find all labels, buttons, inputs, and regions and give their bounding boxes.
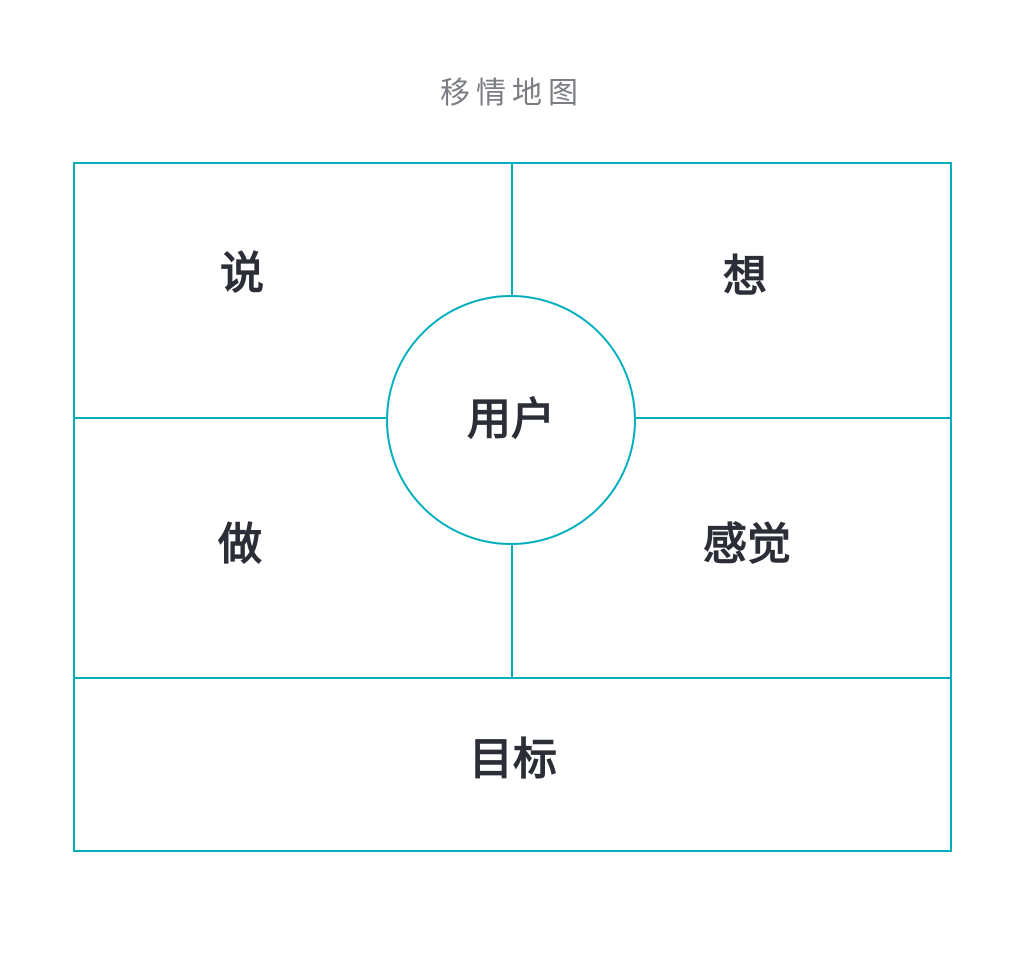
empathy-map-grid: 说 想 做 感觉 目标 用户 xyxy=(73,162,952,852)
user-label: 用户 xyxy=(467,395,555,444)
user-circle: 用户 xyxy=(386,295,636,545)
quadrant-label-say: 说 xyxy=(220,249,264,298)
quadrant-label-think: 想 xyxy=(723,252,767,301)
quadrant-label-do: 做 xyxy=(218,520,262,569)
diagram-title: 移情地图 xyxy=(440,77,584,110)
goals-label: 目标 xyxy=(469,735,557,784)
quadrant-label-feel: 感觉 xyxy=(703,520,791,569)
